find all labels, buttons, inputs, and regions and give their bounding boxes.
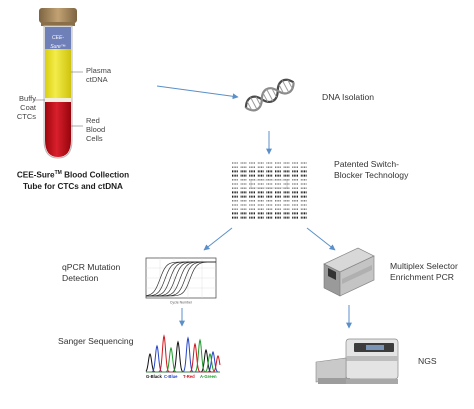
switch-blocker-sequence-icon	[230, 160, 310, 222]
red-blood-cells-label: Red Blood Cells	[86, 116, 106, 143]
tube-cap-label: CEE-Sure™	[50, 35, 66, 50]
red-blood-cell-layer	[45, 102, 71, 157]
multiplex-line1: Multiplex Selector	[390, 261, 458, 271]
thermocycler-instrument-icon	[323, 247, 375, 297]
sanger-chromatogram-icon: G-Black C-Blue T-Red A-Green	[145, 334, 221, 379]
arrow-switchblocker-to-multiplex	[306, 227, 336, 251]
qpcr-line2: Detection	[62, 273, 99, 283]
switch-blocker-label: Patented Switch- Blocker Technology	[334, 159, 444, 181]
multiplex-line2: Enrichment PCR	[390, 272, 454, 282]
plasma-layer	[45, 49, 71, 98]
trademark-mark: TM	[54, 170, 62, 176]
plasma-ctdna-label: Plasma ctDNA	[86, 66, 112, 84]
legend-g-black: G-Black	[146, 374, 162, 379]
switch-blocker-line2: Blocker Technology	[334, 170, 409, 180]
ngs-label: NGS	[418, 356, 437, 366]
flow-arrows	[156, 85, 352, 329]
qpcr-amplification-plot-icon: Cycle Number	[145, 257, 217, 305]
ngs-sequencer-icon	[315, 338, 399, 384]
switch-blocker-line1: Patented Switch-	[334, 159, 399, 169]
tube-cap	[39, 8, 77, 23]
tube-caption-prefix: CEE-Sure	[16, 170, 55, 180]
legend-t-red: T-Red	[183, 374, 195, 379]
buffy-coat-ctcs-label: Buffy Coat CTCs	[16, 94, 36, 121]
qpcr-axis-label: Cycle Number	[170, 301, 193, 305]
amplification-curve	[146, 261, 216, 297]
tube-label	[45, 27, 71, 49]
arrow-tube-to-dna	[156, 85, 239, 100]
tube-caption: CEE-SureTM Blood Collection Tube for CTC…	[8, 168, 138, 192]
legend-a-green: A-Green	[200, 374, 217, 379]
dna-helix-icon	[244, 78, 295, 112]
tube-caption-line2: Tube for CTCs and ctDNA	[23, 181, 123, 191]
arrow-switchblocker-to-qpcr	[203, 227, 233, 251]
sanger-sequencing-label: Sanger Sequencing	[58, 336, 134, 346]
qpcr-label: qPCR Mutation Detection	[62, 262, 142, 284]
dna-isolation-label: DNA Isolation	[322, 92, 375, 102]
tube-caption-suffix: Blood Collection	[61, 170, 130, 180]
multiplex-label: Multiplex Selector Enrichment PCR	[390, 261, 474, 283]
qpcr-line1: qPCR Mutation	[62, 262, 121, 272]
buffy-coat-layer	[45, 98, 71, 102]
blood-collection-tube	[34, 8, 83, 159]
tube-cap-band	[41, 22, 75, 26]
blocker-highlight-box	[250, 179, 288, 189]
legend-c-blue: C-Blue	[164, 374, 178, 379]
